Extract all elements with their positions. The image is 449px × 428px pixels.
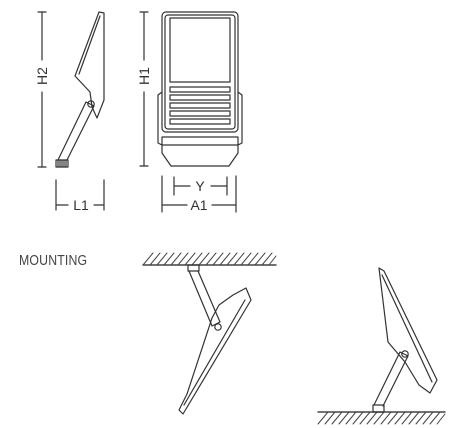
y-dimension <box>173 176 228 196</box>
ceiling-mount <box>142 252 277 415</box>
ceiling-lamp-body <box>178 287 252 415</box>
h1-label: H1 <box>136 67 152 85</box>
floor-lamp-body <box>378 267 438 394</box>
l1-dimension <box>55 179 105 211</box>
front-bracket-right <box>237 91 243 146</box>
a1-dimension <box>161 175 237 213</box>
mounting-heading: MOUNTING <box>19 252 88 269</box>
h1-dimension <box>139 11 149 167</box>
side-bracket-arm <box>57 101 95 163</box>
front-base <box>161 136 239 167</box>
ceiling-arm <box>188 270 221 327</box>
side-lamp-body <box>74 11 105 119</box>
l1-label: L1 <box>73 197 89 213</box>
ceiling-hatch <box>142 252 277 266</box>
floor-hatch <box>317 411 446 425</box>
floor-pivot <box>401 350 409 358</box>
side-view <box>37 11 105 211</box>
front-view <box>139 11 243 213</box>
a1-label: A1 <box>190 197 207 213</box>
side-pivot <box>87 100 95 108</box>
front-lens <box>169 17 231 83</box>
front-housing <box>161 11 239 133</box>
floor-mount <box>317 267 446 425</box>
ceiling-pivot <box>214 323 222 331</box>
front-bracket-left <box>157 91 163 146</box>
h2-dimension <box>37 11 47 168</box>
cooling-fins <box>169 86 231 125</box>
y-label: Y <box>195 178 205 194</box>
h2-label: H2 <box>34 67 50 85</box>
floor-arm <box>373 351 409 407</box>
